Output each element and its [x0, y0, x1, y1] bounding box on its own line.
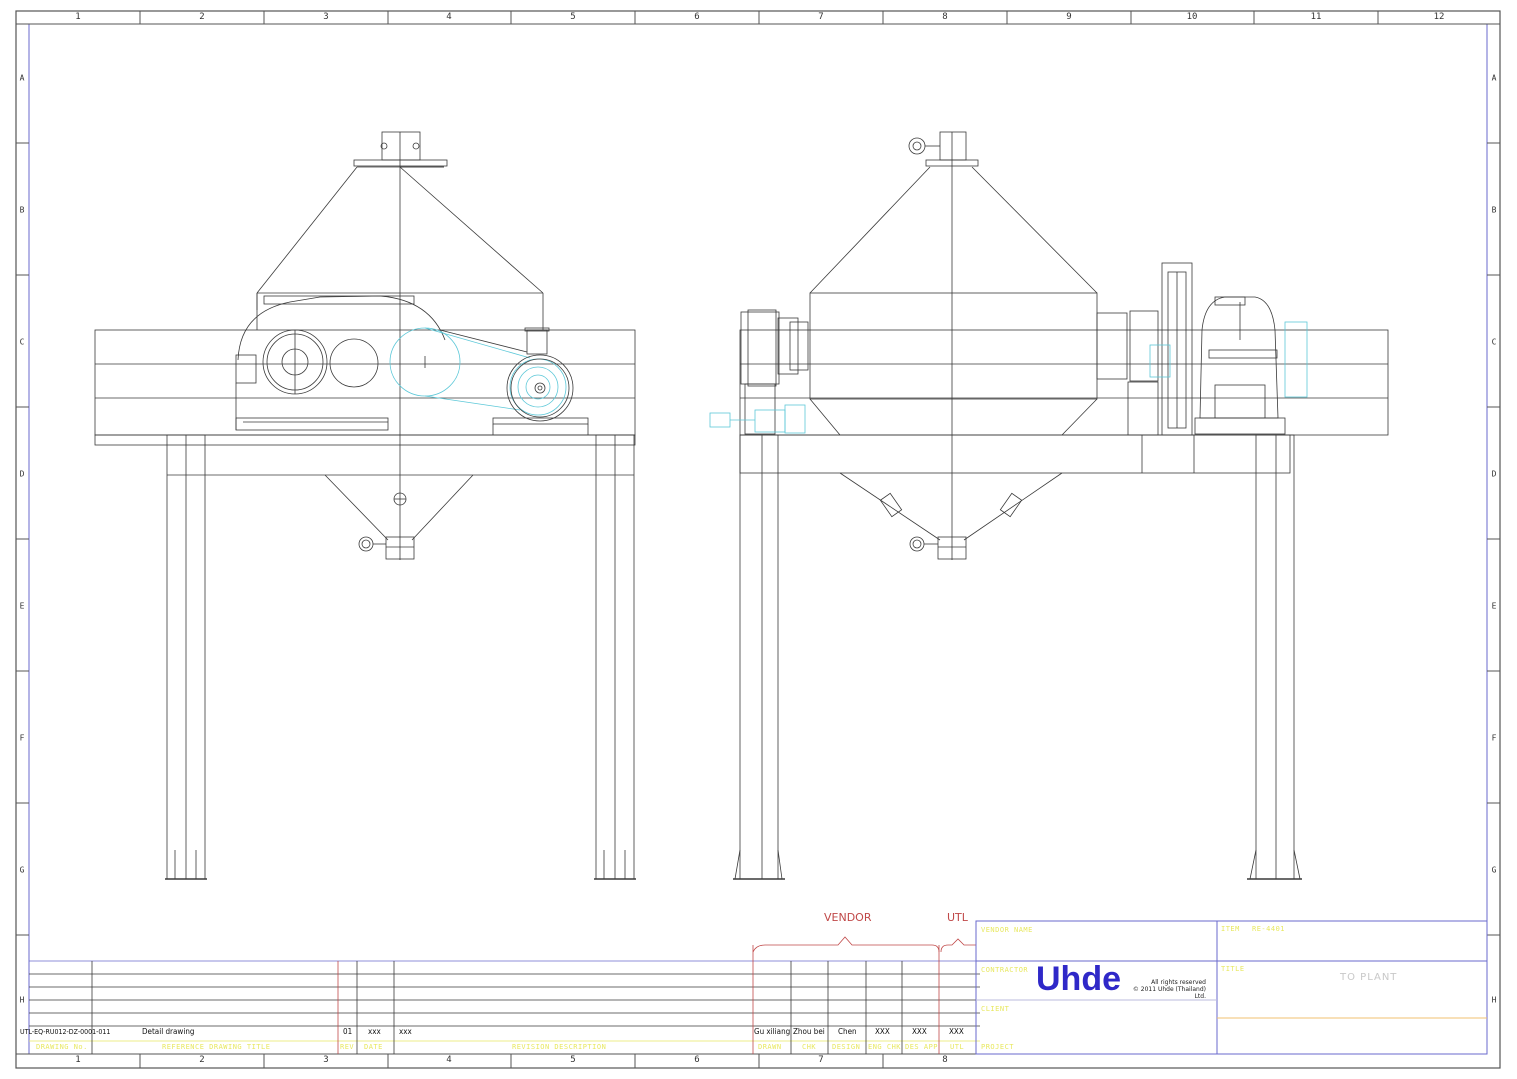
drawing-title: Detail drawing: [142, 1027, 195, 1036]
revision-number: 01: [343, 1027, 353, 1036]
uhde-logo: Uhde: [1036, 960, 1121, 998]
row-label: B: [19, 205, 25, 215]
column-label: 3: [323, 1055, 329, 1065]
copyright-notice: All rights reserved © 2011 Uhde (Thailan…: [1120, 979, 1206, 1000]
side-view: [709, 131, 1389, 880]
header-description: REVISION DESCRIPTION: [512, 1043, 607, 1051]
column-label: 4: [446, 1055, 452, 1065]
header-eng-app: DES APP: [905, 1043, 939, 1051]
title-label: TITLE: [1221, 965, 1245, 973]
row-label: H: [19, 995, 25, 1005]
revision-description: xxx: [399, 1027, 412, 1036]
row-label: F: [1491, 733, 1497, 743]
rights-line-1: All rights reserved: [1151, 979, 1206, 986]
row-label: G: [1491, 865, 1497, 875]
column-label: 12: [1433, 12, 1445, 22]
row-label: E: [19, 601, 25, 611]
row-label: C: [1491, 337, 1497, 347]
utl-group-label: UTL: [947, 911, 968, 924]
column-label: 7: [818, 12, 824, 22]
row-label: D: [1491, 469, 1497, 479]
column-label: 6: [694, 1055, 700, 1065]
header-drawing-no: DRAWING No.: [36, 1043, 88, 1051]
column-label: 5: [570, 1055, 576, 1065]
header-drawn: DRAWN: [758, 1043, 782, 1051]
header-design: DESIGN: [832, 1043, 861, 1051]
inner-border: [28, 23, 1488, 1055]
revision-block-grid: [29, 936, 980, 1054]
column-label: 1: [75, 1055, 81, 1065]
project-label: PROJECT: [981, 1043, 1015, 1051]
zone-grid: [16, 11, 1500, 1068]
contractor-label: CONTRACTOR: [981, 966, 1029, 974]
column-label: 7: [818, 1055, 824, 1065]
row-label: F: [19, 733, 25, 743]
column-label: 3: [323, 12, 329, 22]
client-label: CLIENT: [981, 1005, 1010, 1013]
row-label: C: [19, 337, 25, 347]
header-chk: CHK: [802, 1043, 817, 1051]
title-value: TO PLANT: [1340, 972, 1398, 983]
row-label: A: [1491, 73, 1497, 83]
revision-date: xxx: [368, 1027, 381, 1036]
row-label: G: [19, 865, 25, 875]
header-utl: UTL: [950, 1043, 965, 1051]
column-label: 4: [446, 12, 452, 22]
row-label: H: [1491, 995, 1497, 1005]
column-label: 6: [694, 12, 700, 22]
signature-design: Chen: [838, 1027, 857, 1036]
vendor-name-label: VENDOR NAME: [981, 926, 1033, 934]
outer-border: [15, 10, 1501, 1069]
column-label: 8: [942, 1055, 948, 1065]
header-date: DATE: [364, 1043, 383, 1051]
signature-eng-approve: XXX: [912, 1027, 927, 1036]
column-label: 1: [75, 12, 81, 22]
signature-checked: Zhou bei: [793, 1027, 825, 1036]
signature-eng-check: XXX: [875, 1027, 890, 1036]
column-label: 10: [1186, 12, 1198, 22]
column-label: 8: [942, 12, 948, 22]
row-label: A: [19, 73, 25, 83]
signature-drawn: Gu xiliang: [754, 1027, 791, 1036]
column-label: 5: [570, 12, 576, 22]
drawing-number: UTL-EQ-RU012-DZ-0001-011: [20, 1028, 111, 1036]
column-label: 2: [199, 12, 205, 22]
row-label: D: [19, 469, 25, 479]
title-block-grid: [975, 920, 1488, 1055]
signature-utl: XXX: [949, 1027, 964, 1036]
vendor-group-label: VENDOR: [824, 911, 872, 924]
item-label: ITEM: [1221, 925, 1240, 933]
column-label: 9: [1066, 12, 1072, 22]
header-eng-chk: ENG CHK: [868, 1043, 902, 1051]
header-rev: REV: [340, 1043, 355, 1051]
column-label: 11: [1310, 12, 1322, 22]
front-view: [94, 131, 636, 880]
header-title: REFERENCE DRAWING TITLE: [162, 1043, 271, 1051]
rights-line-2: © 2011 Uhde (Thailand) Ltd.: [1132, 986, 1206, 1000]
column-label: 2: [199, 1055, 205, 1065]
item-value: RE-4401: [1252, 925, 1286, 933]
row-label: E: [1491, 601, 1497, 611]
row-label: B: [1491, 205, 1497, 215]
